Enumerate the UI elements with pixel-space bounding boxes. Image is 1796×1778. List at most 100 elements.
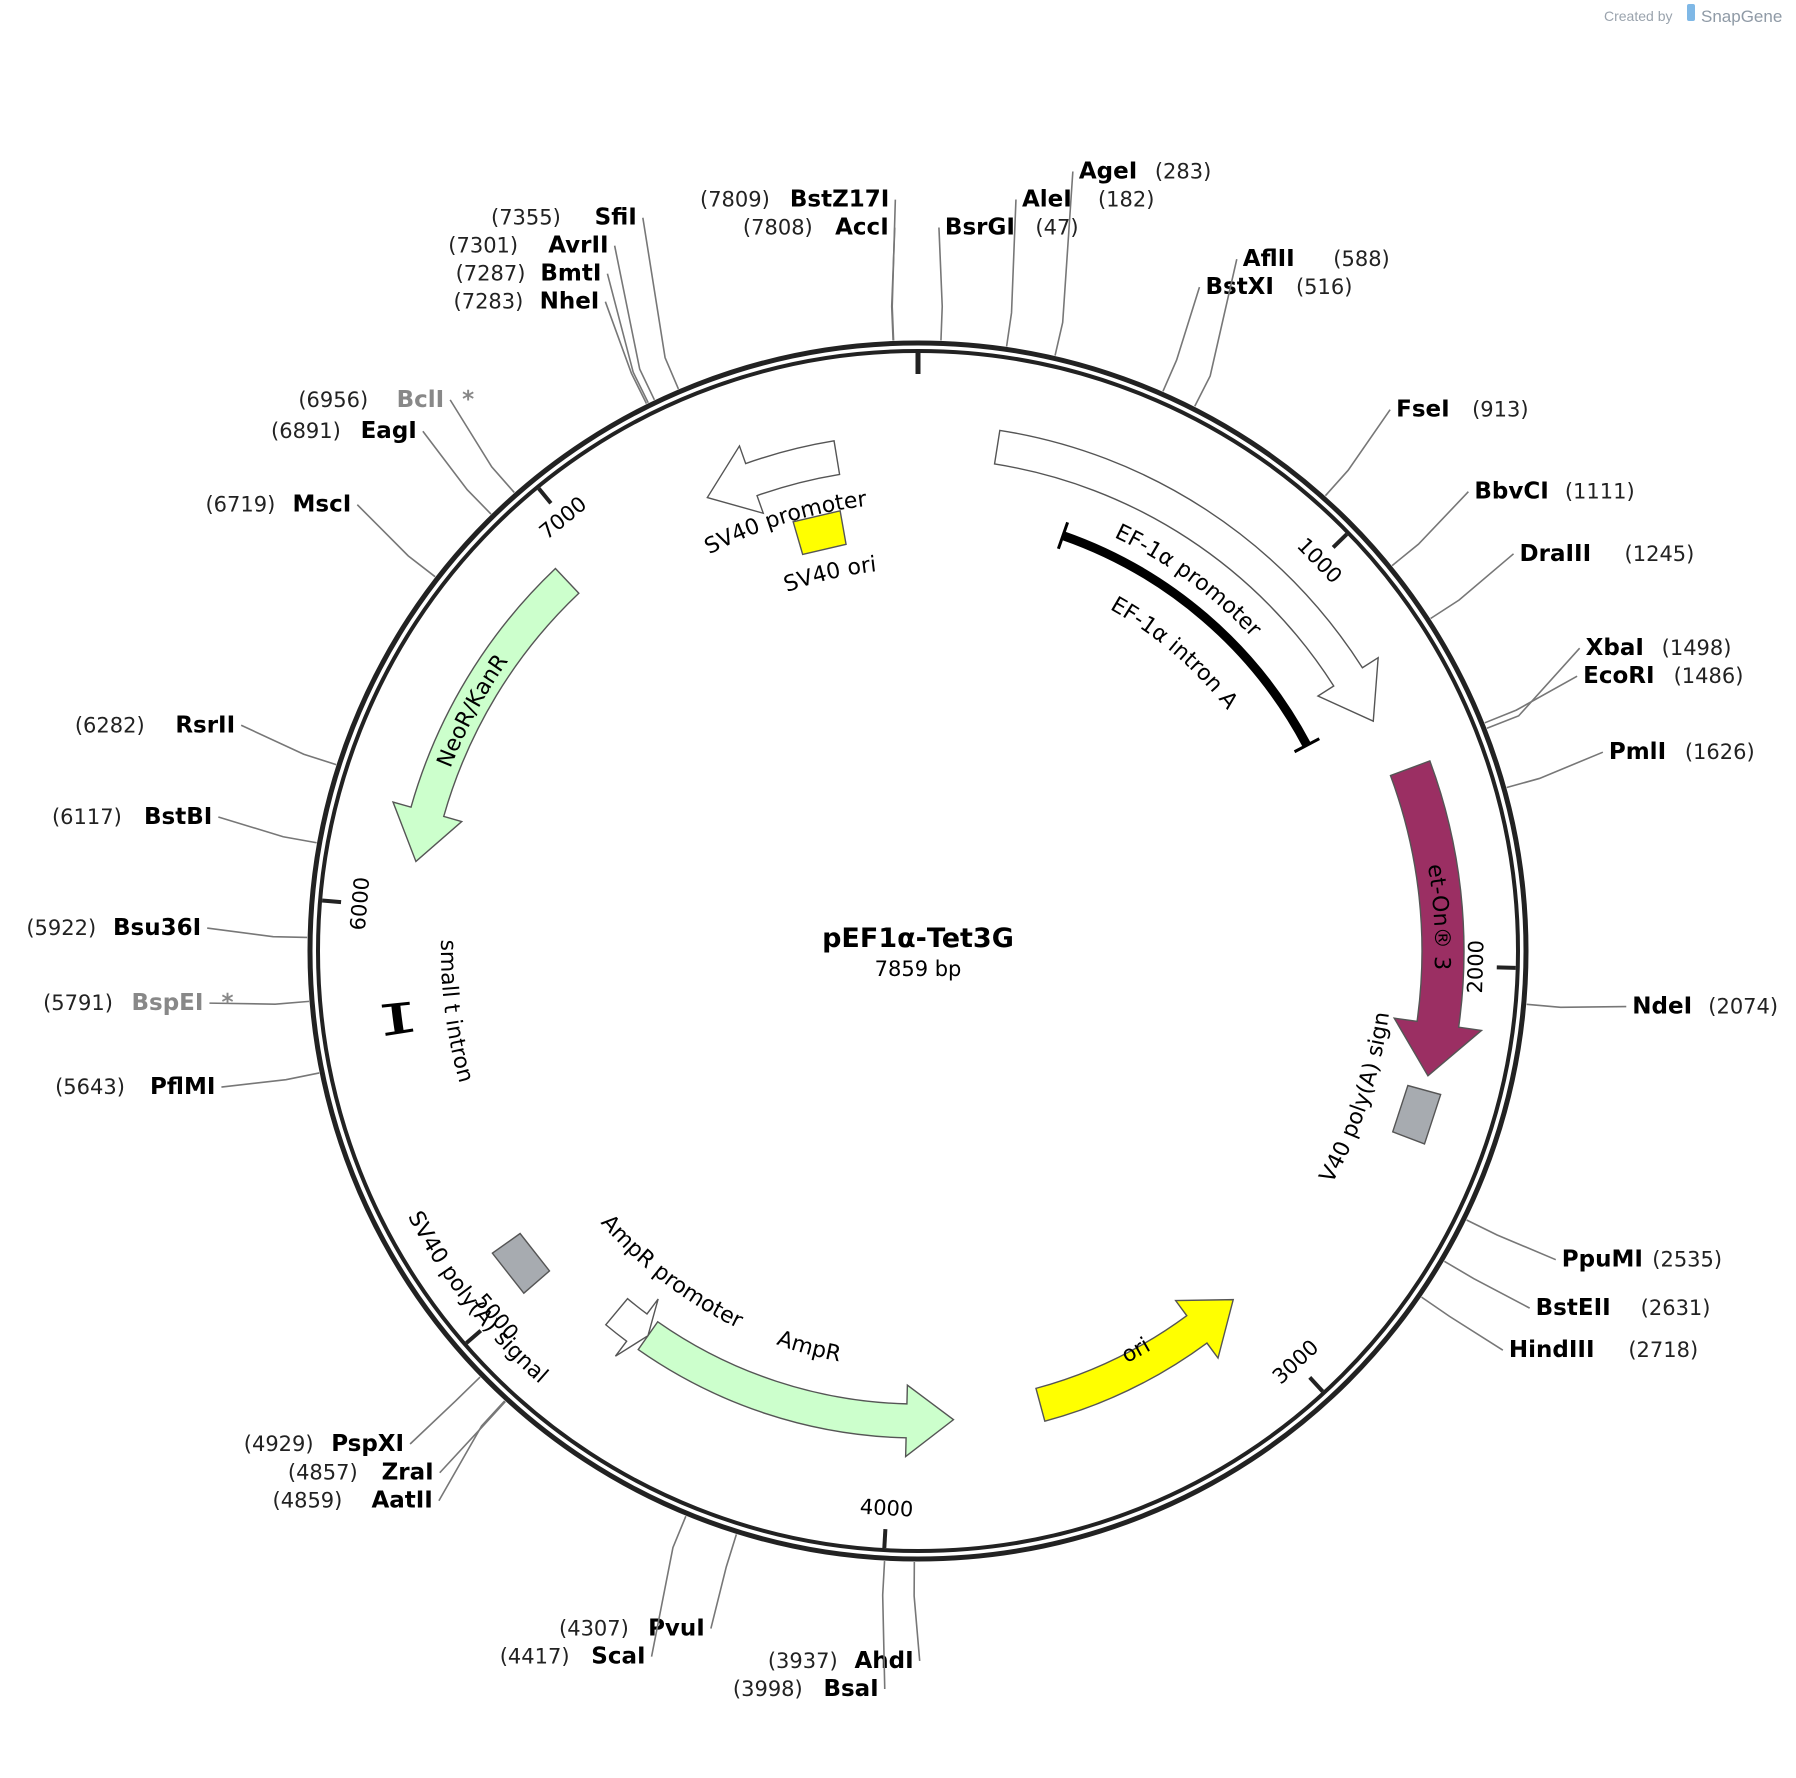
site-name: BstBI (144, 804, 212, 830)
site-position: (6956) (298, 388, 368, 412)
tick-4000 (882, 1528, 888, 1549)
map-center: pEF1α-Tet3G 7859 bp (822, 923, 1014, 981)
site-bbvci: BbvCI(1111) (1391, 479, 1635, 567)
site-name: SfiI (595, 205, 637, 231)
site-name: XbaI (1586, 635, 1644, 661)
tick-1000 (1331, 532, 1349, 549)
site-leader-line (642, 217, 680, 390)
site-agei: AgeI(283) (1054, 159, 1211, 356)
site-name: BstEII (1536, 1295, 1611, 1321)
site-leader-line (1443, 1260, 1531, 1309)
site-position: (3998) (733, 1677, 803, 1701)
site-position: (6117) (52, 805, 122, 829)
site-name: PspXI (331, 1431, 404, 1457)
site-position: (4307) (559, 1617, 629, 1641)
sv40-poly-a-signal-feature (1391, 1084, 1442, 1145)
site-position: (516) (1296, 275, 1352, 299)
site-name: BbvCI (1474, 479, 1548, 505)
site-avrii: AvrII(7301) (448, 233, 656, 401)
site-position: (2718) (1628, 1338, 1698, 1362)
ef-1-intron-a-feature (1061, 531, 1311, 748)
site-position: (1498) (1662, 636, 1732, 660)
site-bspei: BspEI*(5791) (43, 990, 310, 1016)
ef-1-intron-a-feature-cap (1293, 737, 1320, 754)
site-leader-line (1486, 647, 1581, 729)
tick-5000 (465, 1329, 483, 1345)
site-name: RsrII (175, 712, 235, 738)
ef-1-promoter-feature (993, 429, 1379, 723)
site-position: (47) (1035, 216, 1078, 240)
site-leader-line (438, 1400, 506, 1502)
sv40-poly-a-signal-feature (491, 1232, 551, 1295)
ampr-label-text: AmpR (774, 1326, 843, 1367)
site-position: (913) (1472, 398, 1528, 422)
sv40-poly-a-signal-label: SV40 poly(A) signal (402, 1207, 552, 1389)
tet-on-3g-feature (1389, 760, 1484, 1077)
site-ndei: NdeI(2074) (1526, 994, 1778, 1020)
site-name: EagI (361, 418, 417, 444)
site-name: BspEI (131, 990, 203, 1016)
ampr-feature (637, 1320, 955, 1459)
snapgene-logo-icon (1687, 4, 1695, 21)
small-t-intron-feature-cap (385, 1028, 414, 1036)
site-position: (2535) (1652, 1248, 1722, 1272)
tick-3000 (1308, 1375, 1325, 1393)
site-pflmi: PflMI(5643) (55, 1072, 320, 1100)
site-position: (7287) (456, 262, 526, 286)
site-name: MscI (293, 492, 352, 518)
site-name: BsaI (823, 1676, 878, 1702)
small-t-intron-feature (391, 1004, 404, 1033)
site-leader-line (710, 1534, 738, 1629)
site-position: (283) (1155, 160, 1211, 184)
site-position: (182) (1098, 188, 1154, 212)
site-position: (5922) (26, 916, 96, 940)
small-t-intron-label: small t intron (435, 939, 478, 1085)
site-xbai: XbaI (1498) (1486, 635, 1732, 729)
site-acci: AccI(7808) (743, 215, 896, 341)
backbone-inner-ring (316, 349, 1520, 1553)
site-name: ScaI (591, 1644, 645, 1670)
site-leader-line (604, 301, 648, 405)
site-bstbi: BstBI (6117) (52, 804, 317, 844)
site-leader-line (1421, 1296, 1504, 1351)
site-position: (3937) (768, 1649, 838, 1673)
site-leader-line (422, 430, 492, 515)
site-bstxi: BstXI(516) (1162, 274, 1352, 392)
site-position: (2074) (1708, 995, 1778, 1019)
plasmid-backbone (307, 340, 1529, 1562)
site-nhei: NheI(7283) (454, 289, 648, 405)
site-leader-line (218, 816, 317, 844)
site-bcli: BclI*(6956) (298, 387, 515, 493)
site-leader-line (606, 273, 649, 404)
sv40-ori-label-text: SV40 ori (781, 552, 878, 597)
site-name: NheI (540, 289, 600, 315)
site-name: BstZ17I (790, 187, 889, 213)
site-position: (4417) (500, 1645, 570, 1669)
site-position: (7808) (743, 216, 813, 240)
site-position: (7355) (491, 206, 561, 230)
site-leader-line (1430, 553, 1515, 620)
site-name: PflMI (150, 1074, 215, 1100)
site-hindiii: HindIII(2718) (1421, 1296, 1698, 1363)
site-position: (588) (1333, 247, 1389, 271)
site-leader-line (1054, 171, 1074, 356)
site-leader-line (221, 1072, 320, 1088)
site-position: (7809) (700, 188, 770, 212)
site-position: (6891) (271, 419, 341, 443)
sv40-ori-label: SV40 ori (781, 552, 878, 597)
site-name: AflII (1243, 246, 1295, 272)
site-bsteii: BstEII(2631) (1443, 1260, 1711, 1321)
site-name: DraIII (1520, 541, 1592, 567)
small-t-intron-label-text: small t intron (435, 939, 478, 1085)
site-msci: MscI(6719) (205, 492, 436, 578)
small-t-intron-feature-cap (381, 1001, 410, 1008)
site-draiii: DraIII(1245) (1430, 541, 1694, 620)
site-sfii: SfiI (7355) (491, 205, 680, 390)
site-leader-line (207, 927, 308, 939)
tick-7000 (537, 487, 553, 505)
site-pmli: PmlI(1626) (1506, 739, 1755, 789)
site-leader-line (1005, 199, 1017, 347)
site-position: (1486) (1674, 664, 1744, 688)
